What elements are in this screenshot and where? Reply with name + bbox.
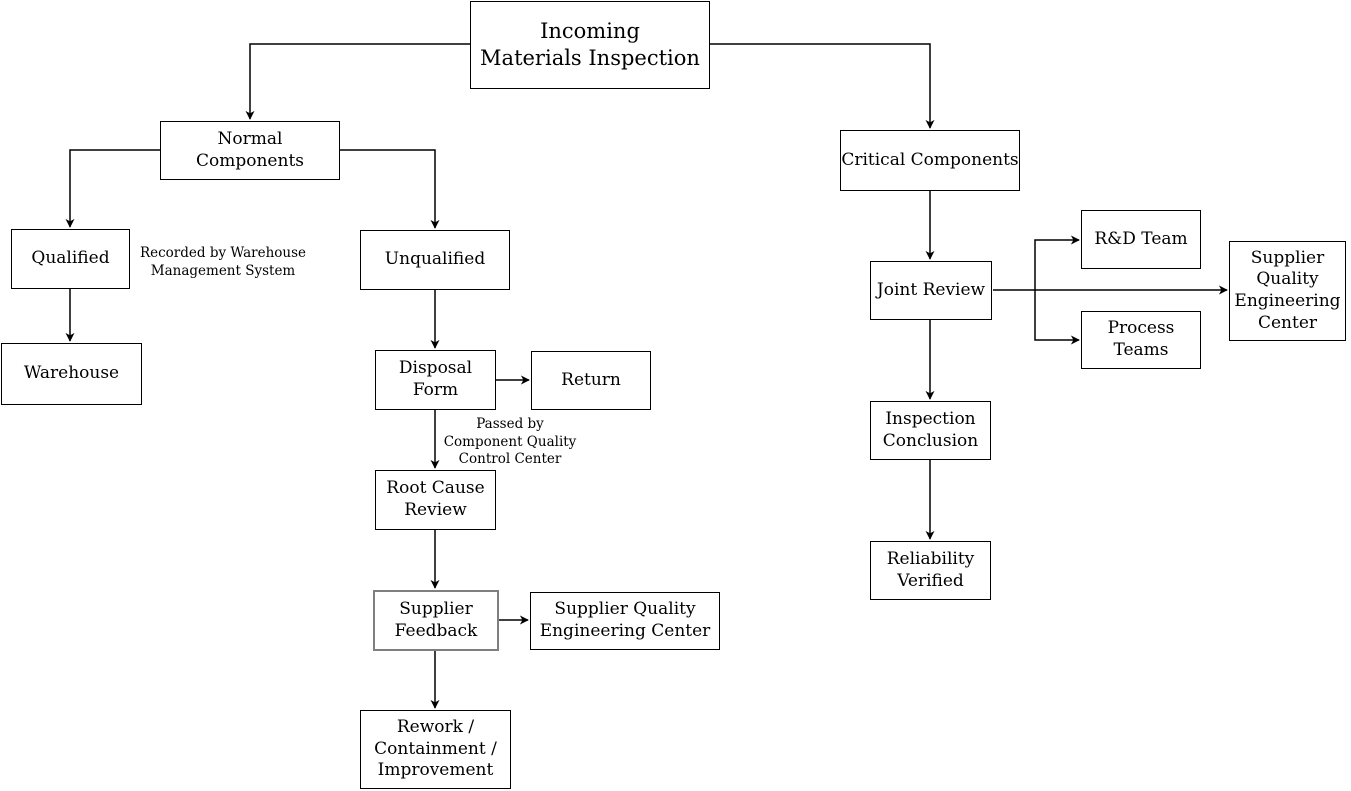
node-label: Disposal Form (398, 358, 473, 400)
node-label: R&D Team (1094, 228, 1188, 249)
node-label: Normal Components (196, 128, 304, 171)
node-rework-containment-improvement: Rework / Containment / Improvement (360, 710, 511, 789)
node-root-cause-review: Root Cause Review (375, 470, 496, 530)
node-label: Return (561, 369, 621, 390)
node-label: Supplier Quality Engineering Center (1234, 247, 1341, 333)
node-supplier-feedback: Supplier Feedback (373, 590, 499, 651)
edge-title-to-critical (710, 43, 935, 129)
node-inspection-conclusion: Inspection Conclusion (870, 401, 991, 460)
node-label: Unqualified (384, 249, 486, 270)
node-normal-components: Normal Components (160, 121, 340, 180)
edge-joint-to-process (1034, 290, 1080, 345)
node-critical-components: Critical Components (840, 130, 1020, 191)
edge-title-to-normal (245, 43, 470, 120)
node-supplier-quality-engineering-center-left: Supplier Quality Engineering Center (530, 592, 720, 650)
edge-joint-to-rnd (1034, 235, 1080, 290)
node-label: Warehouse (23, 363, 120, 384)
edge-normal-to-qualified (65, 149, 161, 228)
node-label: Inspection Conclusion (882, 408, 979, 451)
node-label: Root Cause Review (386, 478, 485, 520)
annotation-component-quality-control-center: Passed by Component Quality Control Cent… (443, 416, 577, 468)
node-label: Critical Components (841, 149, 1019, 170)
node-unqualified: Unqualified (360, 230, 510, 290)
annotation-warehouse-management-system: Recorded by Warehouse Management System (139, 245, 307, 279)
node-label: Qualified (31, 248, 110, 269)
node-joint-review: Joint Review (870, 261, 992, 320)
node-label: Process Teams (1107, 318, 1175, 360)
node-warehouse: Warehouse (1, 343, 142, 405)
node-qualified: Qualified (11, 229, 130, 289)
edge-normal-to-unqualified (340, 149, 440, 229)
node-label: Reliability Verified (886, 548, 975, 591)
node-incoming-materials-inspection: Incoming Materials Inspection (470, 1, 710, 89)
node-label: Supplier Feedback (394, 598, 478, 641)
node-label: Supplier Quality Engineering Center (539, 599, 711, 641)
node-reliability-verified: Reliability Verified (870, 541, 991, 600)
node-disposal-form: Disposal Form (375, 350, 496, 410)
node-supplier-quality-engineering-center-right: Supplier Quality Engineering Center (1229, 241, 1346, 341)
node-process-teams: Process Teams (1081, 311, 1201, 369)
node-label: Joint Review (876, 279, 986, 300)
node-rnd-team: R&D Team (1081, 210, 1201, 269)
node-return: Return (531, 351, 651, 410)
node-label: Incoming Materials Inspection (480, 19, 700, 70)
node-label: Rework / Containment / Improvement (374, 716, 497, 781)
